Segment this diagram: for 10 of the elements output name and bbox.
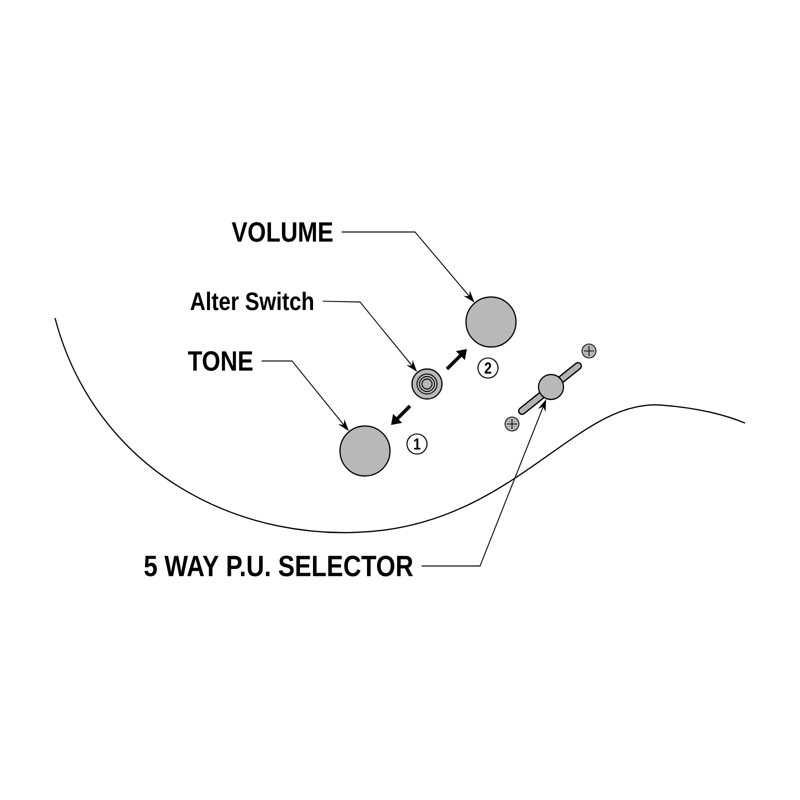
callout-number: 1 xyxy=(406,433,428,455)
part-label: 5 WAY P.U. SELECTOR xyxy=(144,556,413,576)
callout-number: 2 xyxy=(477,357,499,379)
knob xyxy=(465,296,517,348)
part-label: VOLUME xyxy=(232,222,332,242)
knob xyxy=(339,425,391,477)
part-label: Alter Switch xyxy=(190,292,314,310)
switch-knob xyxy=(411,368,443,400)
part-label: TONE xyxy=(188,351,252,371)
knob xyxy=(538,374,564,400)
